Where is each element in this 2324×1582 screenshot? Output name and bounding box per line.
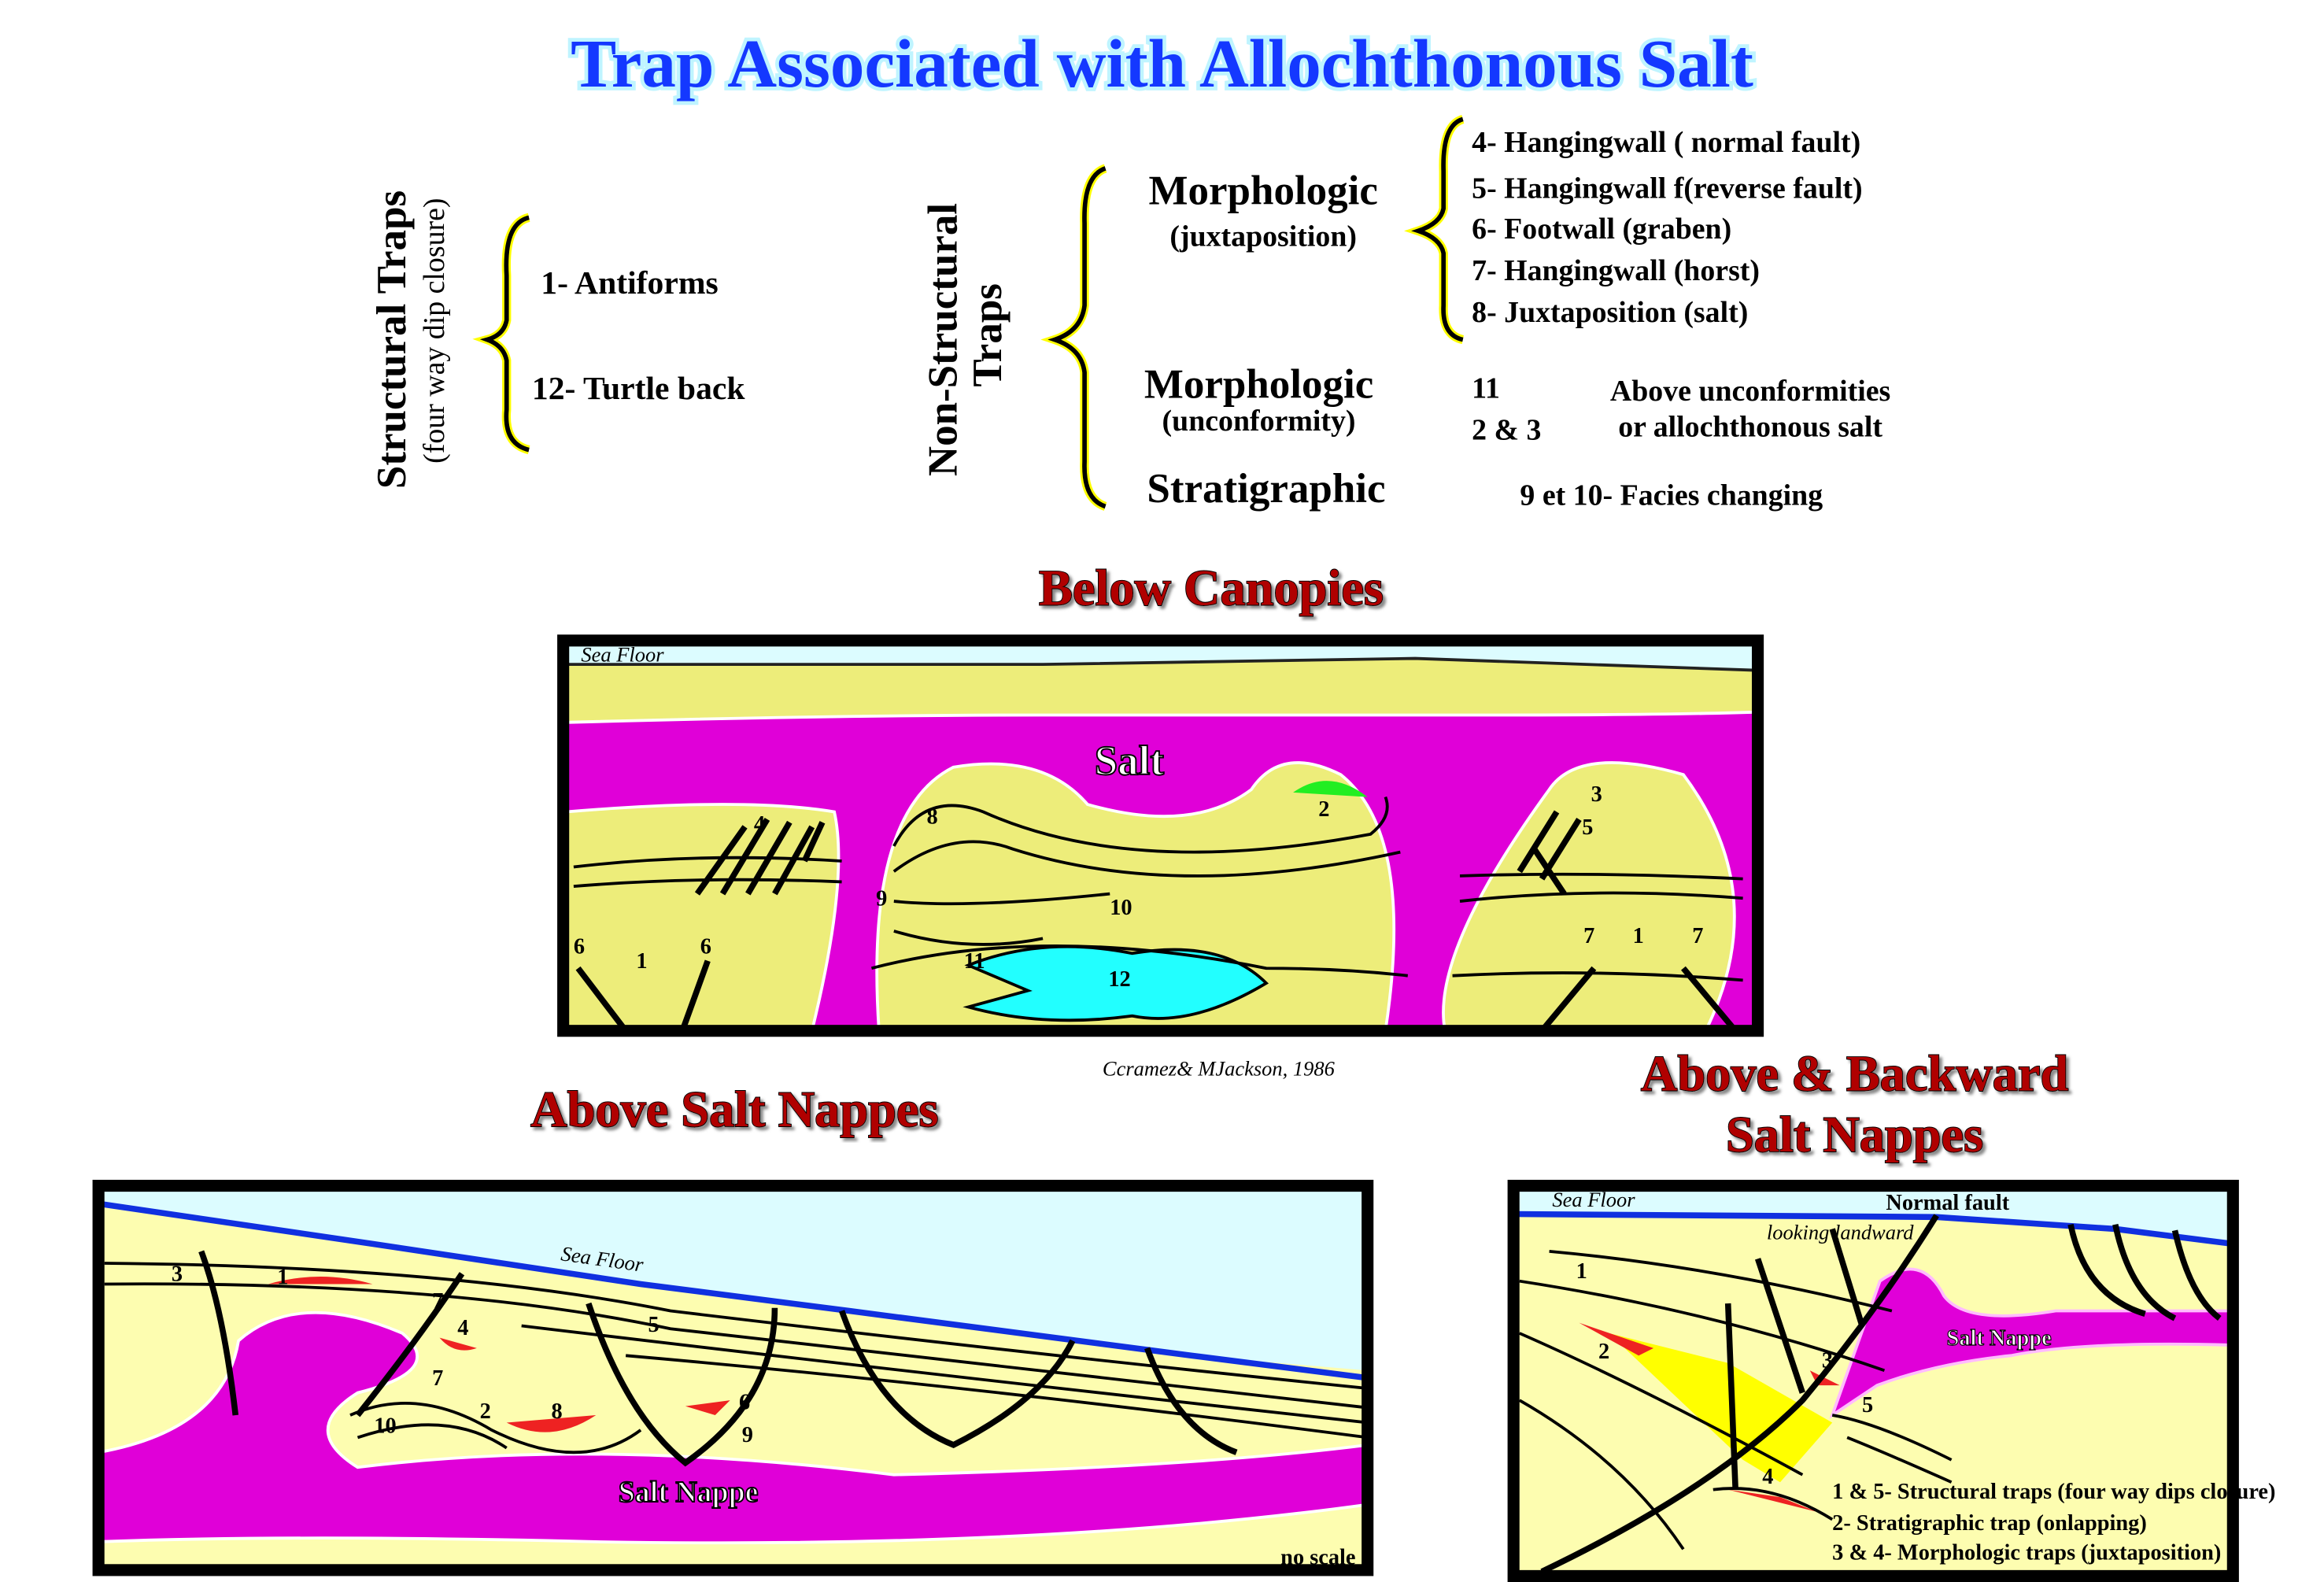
- trap-label: 3: [1822, 1348, 1833, 1373]
- morphologic-label: Morphologic: [1144, 361, 1373, 407]
- salt-nappe-label: Salt Nappe: [1947, 1326, 2052, 1351]
- trap-label: 1: [636, 949, 647, 974]
- credit: Ccramez& MJackson, 1986: [1103, 1056, 1336, 1080]
- diagram-above-salt-nappes: Salt Nappe 3 1 7 4 5 7 10 2 8 6 9 Sea Fl…: [92, 1179, 1374, 1576]
- structural-item: 1- Antiforms: [541, 265, 718, 301]
- trap-label: 1: [1633, 924, 1644, 948]
- juxt-item: 7- Hangingwall (horst): [1472, 254, 1760, 287]
- unconformity-sub: (unconformity): [1162, 405, 1356, 438]
- juxt-item: 8- Juxtaposition (salt): [1472, 296, 1748, 329]
- trap-label: 3: [1591, 782, 1602, 807]
- trap-label: 8: [926, 805, 937, 830]
- trap-label: 4: [754, 812, 765, 837]
- morphologic-label: Morphologic: [1149, 168, 1378, 213]
- unconf-num: 11: [1472, 371, 1500, 405]
- normal-fault-label: Normal fault: [1886, 1191, 2009, 1215]
- non-structural-traps: Non-Structural Traps Morphologic (juxtap…: [920, 114, 1890, 512]
- juxtaposition-sub: (juxtaposition): [1169, 220, 1357, 253]
- section-heading-below-canopies: Below Canopies: [1039, 560, 1384, 615]
- trap-label: 7: [432, 1366, 443, 1391]
- diagram-below-canopies: Salt 4 2 8 9 10 3 5 6 1 6 11 12 7 1 7 Se…: [557, 634, 1764, 1037]
- legend-item: 2- Stratigraphic trap (onlapping): [1832, 1511, 2147, 1536]
- trap-label: 5: [648, 1313, 660, 1337]
- structural-item: 12- Turtle back: [532, 371, 745, 407]
- trap-label: 5: [1582, 815, 1593, 840]
- trap-label: 5: [1862, 1393, 1873, 1418]
- trap-label: 11: [964, 949, 985, 974]
- structural-subheading: (four way dip closure): [418, 198, 451, 464]
- trap-label: 9: [876, 887, 887, 911]
- trap-label: 6: [700, 934, 711, 959]
- salt-nappe-label: Salt Nappe: [619, 1476, 759, 1509]
- juxt-item: 5- Hangingwall f(reverse fault): [1472, 172, 1862, 205]
- non-structural-heading: Non-Structural: [920, 203, 966, 476]
- section-heading-above-salt-nappes: Above Salt Nappes: [530, 1081, 938, 1137]
- structural-heading: Structural Traps: [369, 190, 415, 489]
- diagram-above-backward: Salt Nappe Sea Floor Normal fault lookin…: [1507, 1179, 2275, 1582]
- legend-item: 1 & 5- Structural traps (four way dips c…: [1832, 1480, 2275, 1504]
- trap-label: 2: [1318, 797, 1329, 822]
- trap-label: 10: [374, 1414, 396, 1439]
- unconf-num: 2 & 3: [1472, 413, 1541, 446]
- trap-label: 6: [574, 934, 585, 959]
- salt-label: Salt: [1095, 738, 1165, 784]
- trap-label: 10: [1110, 896, 1132, 920]
- trap-label: 8: [552, 1399, 563, 1424]
- unconf-desc: Above unconformities: [1610, 375, 1890, 408]
- stratigraphic-label: Stratigraphic: [1147, 466, 1385, 512]
- non-structural-heading: Traps: [965, 283, 1011, 387]
- trap-label: 6: [739, 1390, 750, 1414]
- legend-item: 3 & 4- Morphologic traps (juxtaposition): [1832, 1541, 2221, 1565]
- trap-label: 7: [432, 1289, 443, 1314]
- strat-item: 9 et 10- Facies changing: [1520, 479, 1823, 512]
- trap-label: 2: [480, 1399, 491, 1424]
- section-heading-above-backward: Above & Backward: [1641, 1045, 2069, 1101]
- trap-label: 2: [1598, 1340, 1609, 1364]
- juxt-item: 6- Footwall (graben): [1472, 213, 1731, 246]
- unconf-desc: or allochthonous salt: [1618, 411, 1882, 444]
- trap-label: 3: [172, 1262, 183, 1287]
- structural-traps: Structural Traps (four way dip closure) …: [369, 190, 745, 489]
- looking-landward-label: looking landward: [1767, 1221, 1914, 1244]
- section-heading-above-backward: Salt Nappes: [1726, 1107, 1983, 1162]
- page-title: Trap Associated with Allochthonous Salt: [571, 25, 1753, 102]
- trap-label: 1: [1576, 1259, 1587, 1284]
- trap-label: 12: [1108, 967, 1130, 992]
- trap-label: 7: [1692, 924, 1703, 948]
- trap-label: 4: [1762, 1465, 1773, 1489]
- trap-label: 4: [457, 1316, 468, 1340]
- trap-label: 7: [1583, 924, 1594, 948]
- trap-label: 1: [277, 1265, 288, 1289]
- trap-label: 9: [742, 1423, 753, 1447]
- juxt-item: 4- Hangingwall ( normal fault): [1472, 126, 1860, 159]
